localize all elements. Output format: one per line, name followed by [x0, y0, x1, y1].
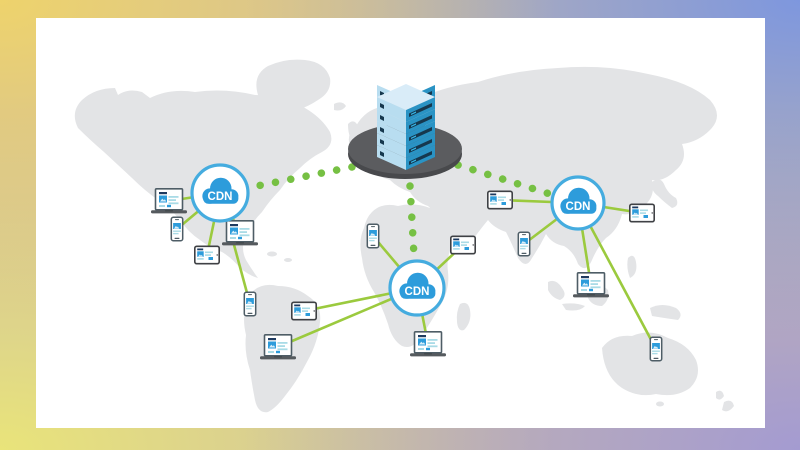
cdn-label: CDN — [208, 191, 233, 203]
tablet-icon — [194, 245, 220, 265]
phone-icon — [170, 216, 184, 242]
cdn-node: CDN — [550, 175, 606, 231]
server-slot — [409, 151, 432, 165]
server-led — [411, 111, 416, 115]
server-slot — [409, 127, 432, 141]
phone-icon — [649, 336, 663, 362]
continent-eurasia — [348, 66, 717, 269]
phone-icon — [517, 231, 531, 257]
island-new-zealand — [716, 390, 724, 400]
island-tasmania — [656, 401, 664, 407]
island-new-guinea — [650, 305, 681, 320]
cdn-nodes: CDN CDN CDN — [190, 163, 606, 317]
tablet-icon — [487, 190, 513, 210]
server-slot — [409, 103, 432, 117]
server-button — [380, 139, 384, 145]
origin-server-icon — [348, 84, 462, 179]
origin-link — [454, 161, 554, 198]
island-caribbean — [267, 251, 277, 257]
server-unit-left — [377, 121, 406, 146]
laptop-icon — [151, 188, 187, 214]
server-button — [380, 115, 384, 121]
server-button — [380, 103, 384, 109]
server-button — [380, 151, 384, 157]
server-unit-left — [377, 133, 406, 158]
server-led — [411, 159, 416, 163]
island-japan — [651, 179, 678, 208]
server-slot — [409, 139, 432, 153]
laptop-icon — [222, 220, 258, 246]
tablet-icon — [450, 235, 476, 255]
island-java — [562, 303, 585, 311]
cdn-label: CDN — [405, 286, 430, 298]
continent-australia — [602, 332, 698, 396]
tablet-icon — [291, 301, 317, 321]
origin-link — [406, 182, 418, 259]
laptop-icon — [410, 331, 446, 357]
phone-icon — [243, 291, 257, 317]
cdn-node: CDN — [388, 259, 446, 317]
server-unit-left — [377, 145, 406, 170]
server-led — [411, 135, 416, 139]
server-slot — [409, 115, 432, 129]
laptop-icon — [573, 272, 609, 298]
island-sumatra — [548, 280, 565, 300]
server-unit-left — [377, 109, 406, 134]
server-button — [380, 127, 384, 133]
origin-link — [248, 163, 356, 191]
laptop-icon — [260, 334, 296, 360]
phone-icon — [366, 223, 380, 249]
island-caribbean — [284, 258, 292, 262]
island-new-zealand — [722, 400, 734, 412]
island-iceland — [334, 102, 346, 111]
server-led — [411, 123, 416, 127]
cdn-label: CDN — [566, 201, 591, 213]
tablet-icon — [629, 203, 655, 223]
origin-links — [248, 161, 554, 259]
cdn-node: CDN — [190, 163, 250, 223]
server-top — [377, 84, 435, 110]
server-led — [411, 147, 416, 151]
server-unit-left — [377, 97, 406, 122]
island-madagascar — [456, 302, 471, 331]
island-philippines — [627, 255, 637, 278]
